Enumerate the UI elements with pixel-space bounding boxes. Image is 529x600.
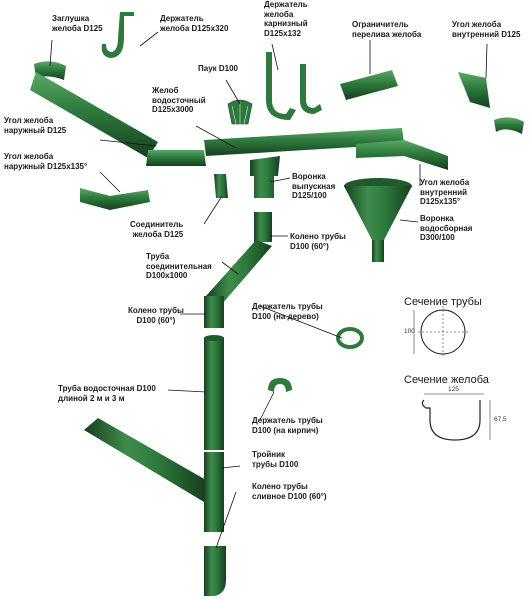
tee — [84, 418, 224, 532]
gutter-main — [204, 128, 404, 156]
gutter-section-drawing — [421, 393, 491, 441]
label-collector-funnel: Воронка водосборная D300/100 — [420, 214, 473, 242]
label-gutter: Желоб водосточный D125x3000 — [152, 86, 206, 114]
wood-holder — [336, 327, 364, 349]
gutter-section-width: 125 — [448, 386, 459, 393]
label-outlet-funnel: Воронка выпускная D125/100 — [292, 172, 336, 200]
outer-corner-135 — [80, 188, 150, 210]
label-pipe-elbow-top: Колено трубы D100 (60°) — [290, 232, 346, 251]
end-cap — [34, 61, 66, 80]
pipe-elbow-left — [204, 296, 224, 328]
pipe-elbow-top — [254, 212, 272, 242]
gutter-section-title: Сечение желоба — [404, 374, 489, 386]
label-overflow-limiter: Ограничитель перелива желоба — [352, 20, 422, 39]
outlet-funnel — [250, 156, 280, 198]
drain-elbow — [204, 546, 226, 596]
pipe-section-drawing — [413, 306, 470, 358]
label-brick-holder: Держатель трубы D100 (на кирпич) — [252, 416, 323, 435]
connecting-pipe — [206, 240, 272, 304]
gutter-main-left — [30, 72, 206, 166]
label-tee: Тройник трубы D100 — [252, 450, 299, 469]
gutter-holder — [101, 12, 134, 58]
label-end-cap: Заглушка желоба D125 — [52, 14, 103, 33]
downpipe — [204, 335, 224, 450]
label-outer-corner: Угол желоба наружный D125 — [4, 116, 67, 135]
pipe-section-dim: 100 — [404, 328, 415, 335]
brick-holder — [268, 378, 292, 392]
label-gutter-holder: Держатель желоба D125x320 — [160, 14, 229, 33]
gutter-section-depth: 67,5 — [494, 416, 507, 423]
label-downpipe: Труба водосточная D100 длиной 2 м и 3 м — [58, 384, 156, 403]
label-connecting-pipe: Труба соединительная D100x1000 — [146, 252, 212, 280]
spider — [227, 99, 253, 125]
label-inner-corner-135: Угол желоба внутренний D125x135° — [420, 178, 470, 206]
label-pipe-elbow-left: Колено трубы D100 (60°) — [128, 306, 184, 325]
label-inner-corner-top: Угол желоба внутренний D125 — [452, 20, 521, 39]
label-outer-corner-135: Угол желоба наружный D125x135° — [4, 152, 88, 171]
label-wood-holder: Держатель трубы D100 (на дерево) — [252, 302, 323, 321]
inner-corner-top — [458, 72, 524, 134]
label-drain-elbow: Колено трубы сливное D100 (60°) — [252, 482, 327, 501]
label-spider: Паук D100 — [198, 64, 238, 73]
overflow-limiter — [340, 70, 398, 100]
label-gutter-connector: Соединитель желоба D125 — [130, 220, 184, 239]
gutter-connector — [214, 174, 228, 198]
cornice-holder — [266, 52, 322, 120]
collector-funnel — [344, 178, 412, 262]
pipe-section-title: Сечение трубы — [404, 296, 482, 308]
leader-lines — [49, 31, 488, 549]
label-cornice-holder: Держатель желоба карнизный D125x132 — [264, 0, 308, 38]
inner-corner-135 — [356, 140, 448, 170]
